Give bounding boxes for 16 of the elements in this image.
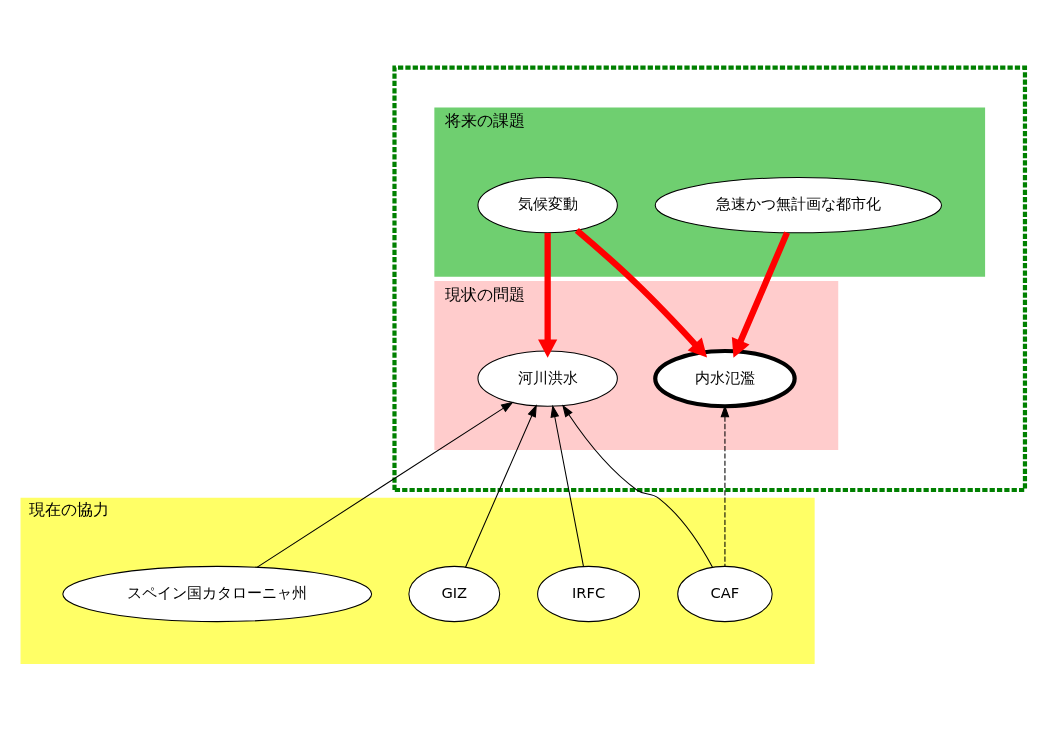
node-ellipse: 急速かつ無計画な都市化: [654, 177, 943, 234]
arrow: [562, 404, 714, 568]
node-ellipse: 内水氾濫: [653, 348, 797, 409]
node-ellipse: IRFC: [537, 565, 641, 623]
node-ellipse: GIZ: [408, 565, 501, 623]
node-ellipse: CAF: [677, 565, 773, 623]
arrow: [574, 228, 708, 358]
node-ellipse: スペイン国カタローニャ州: [62, 565, 373, 623]
arrow: [465, 404, 537, 568]
arrow: [256, 401, 514, 568]
arrow: [538, 233, 558, 358]
node-ellipse: 河川洪水: [477, 350, 618, 407]
arrow: [550, 404, 584, 567]
node-ellipse: 気候変動: [477, 177, 618, 234]
arrow: [731, 231, 790, 358]
cluster: [392, 65, 1028, 493]
